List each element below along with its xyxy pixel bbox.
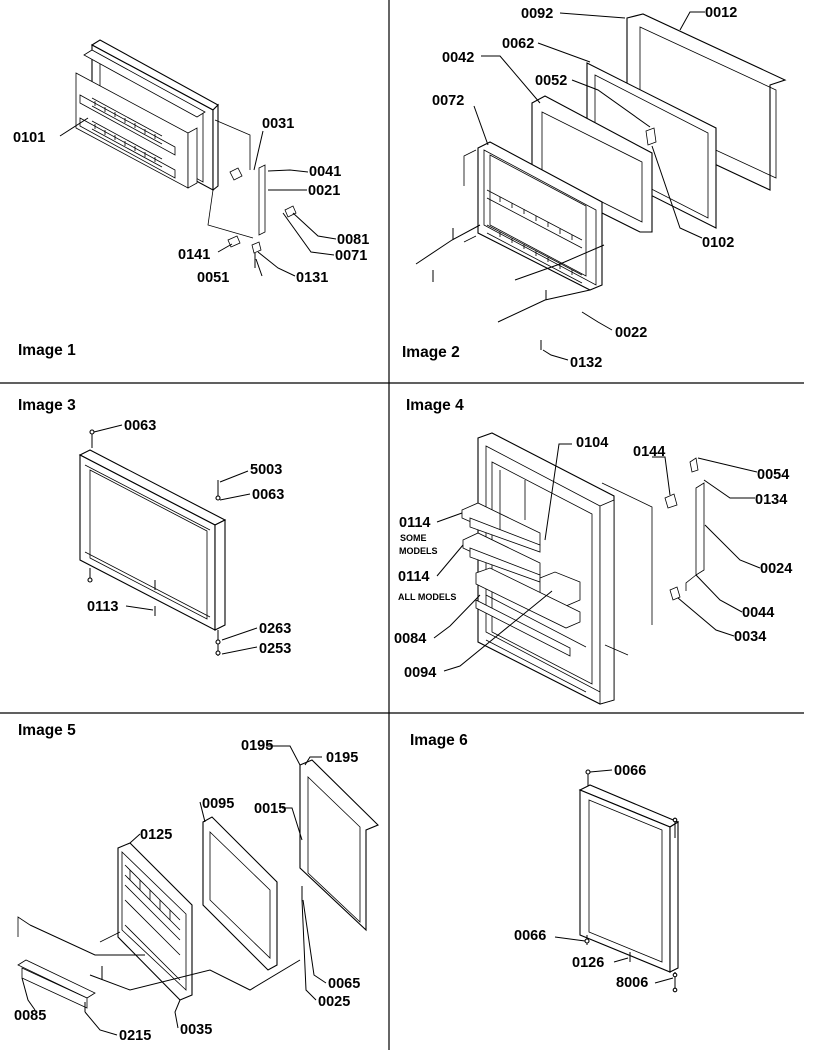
part-label-0134: 0134 [755, 492, 787, 508]
part-labels: 0066 0066 0126 8006 [514, 763, 648, 991]
door-frame-drawing [78, 429, 227, 656]
image-6-caption: Image 6 [410, 732, 468, 749]
part-label-0125: 0125 [140, 827, 172, 843]
part-label-0113: 0113 [87, 599, 118, 615]
part-label-0195-left: 0195 [241, 738, 273, 754]
image-3-caption: Image 3 [18, 397, 76, 414]
part-label-0066-top: 0066 [614, 763, 646, 779]
panel-image-4: Image 4 [394, 397, 792, 705]
panel-image-3: Image 3 0063 [18, 397, 291, 657]
part-label-0041: 0041 [309, 164, 341, 180]
leader-lines [59, 117, 337, 277]
part-label-0126: 0126 [572, 955, 604, 971]
part-label-0132: 0132 [570, 355, 602, 371]
part-label-0144: 0144 [633, 444, 665, 460]
part-label-0063-side: 0063 [252, 487, 284, 503]
panel-image-2: 0092 0012 0062 0042 0052 0072 0102 0022 … [402, 5, 787, 371]
part-label-0015: 0015 [254, 801, 286, 817]
image-1-caption: Image 1 [18, 342, 76, 359]
part-label-8006: 8006 [616, 975, 648, 991]
all-models-note: ALL MODELS [398, 592, 456, 602]
leader-lines [93, 424, 258, 655]
leader-lines [554, 769, 674, 984]
panel-image-1: 0101 0031 0041 0021 0081 0071 0141 0051 … [13, 39, 369, 359]
part-label-0195-right: 0195 [326, 750, 358, 766]
leader-lines [415, 11, 705, 361]
part-label-0095: 0095 [202, 796, 234, 812]
part-label-0081: 0081 [337, 232, 369, 248]
freezer-door-exploded-drawing [17, 759, 379, 1012]
part-labels: 0092 0012 0062 0042 0052 0072 0102 0022 … [432, 5, 737, 371]
part-labels: 0195 0195 0095 0015 0125 0065 0025 0085 … [14, 738, 360, 1044]
part-label-0104: 0104 [576, 435, 608, 451]
part-label-0085: 0085 [14, 1008, 46, 1024]
part-label-5003: 5003 [250, 462, 282, 478]
gasket-frame-drawing [578, 769, 680, 993]
part-label-0024: 0024 [760, 561, 792, 577]
part-label-0042: 0042 [442, 50, 474, 66]
part-label-0044: 0044 [742, 605, 774, 621]
part-label-0114-upper: 0114 [399, 515, 430, 531]
part-label-0114-lower: 0114 [398, 569, 429, 585]
image-5-caption: Image 5 [18, 722, 76, 739]
part-labels: 0063 5003 0063 0113 0263 0253 [87, 418, 291, 657]
part-label-0071: 0071 [335, 248, 367, 264]
part-label-0101: 0101 [13, 130, 45, 146]
part-label-0052: 0052 [535, 73, 567, 89]
part-label-0031: 0031 [262, 116, 294, 132]
part-label-0054: 0054 [757, 467, 789, 483]
part-labels: 0104 0144 0054 0134 0114 SOME MODELS 011… [394, 435, 792, 681]
part-label-0094: 0094 [404, 665, 436, 681]
part-label-0063-top: 0063 [124, 418, 156, 434]
part-label-0084: 0084 [394, 631, 426, 647]
part-label-0131: 0131 [296, 270, 328, 286]
part-label-0035: 0035 [180, 1022, 212, 1038]
part-label-0025: 0025 [318, 994, 350, 1010]
image-4-caption: Image 4 [406, 397, 464, 414]
door-assembly-drawing [75, 39, 297, 268]
door-exploded-drawing [432, 13, 787, 350]
part-label-0092: 0092 [521, 6, 553, 22]
part-label-0051: 0051 [197, 270, 229, 286]
part-labels: 0101 0031 0041 0021 0081 0071 0141 0051 … [13, 116, 369, 286]
part-label-0072: 0072 [432, 93, 464, 109]
part-label-0102: 0102 [702, 235, 734, 251]
part-label-0141: 0141 [178, 247, 210, 263]
part-label-0253: 0253 [259, 641, 291, 657]
part-label-0034: 0034 [734, 629, 766, 645]
part-label-0066-bottom: 0066 [514, 928, 546, 944]
some-models-note-line2: MODELS [399, 546, 438, 556]
image-2-caption: Image 2 [402, 344, 460, 361]
some-models-note-line1: SOME [400, 533, 427, 543]
panel-image-5: Image 5 [14, 722, 379, 1044]
leader-lines [21, 745, 327, 1036]
panel-image-6: Image 6 0066 0066 0126 80 [410, 732, 680, 993]
door-liner-drawing [461, 432, 705, 705]
part-label-0022: 0022 [615, 325, 647, 341]
leader-lines [433, 443, 761, 672]
part-label-0062: 0062 [502, 36, 534, 52]
part-label-0263: 0263 [259, 621, 291, 637]
part-label-0065: 0065 [328, 976, 360, 992]
part-label-0215: 0215 [119, 1028, 151, 1044]
part-label-0012: 0012 [705, 5, 737, 21]
part-label-0021: 0021 [308, 183, 340, 199]
